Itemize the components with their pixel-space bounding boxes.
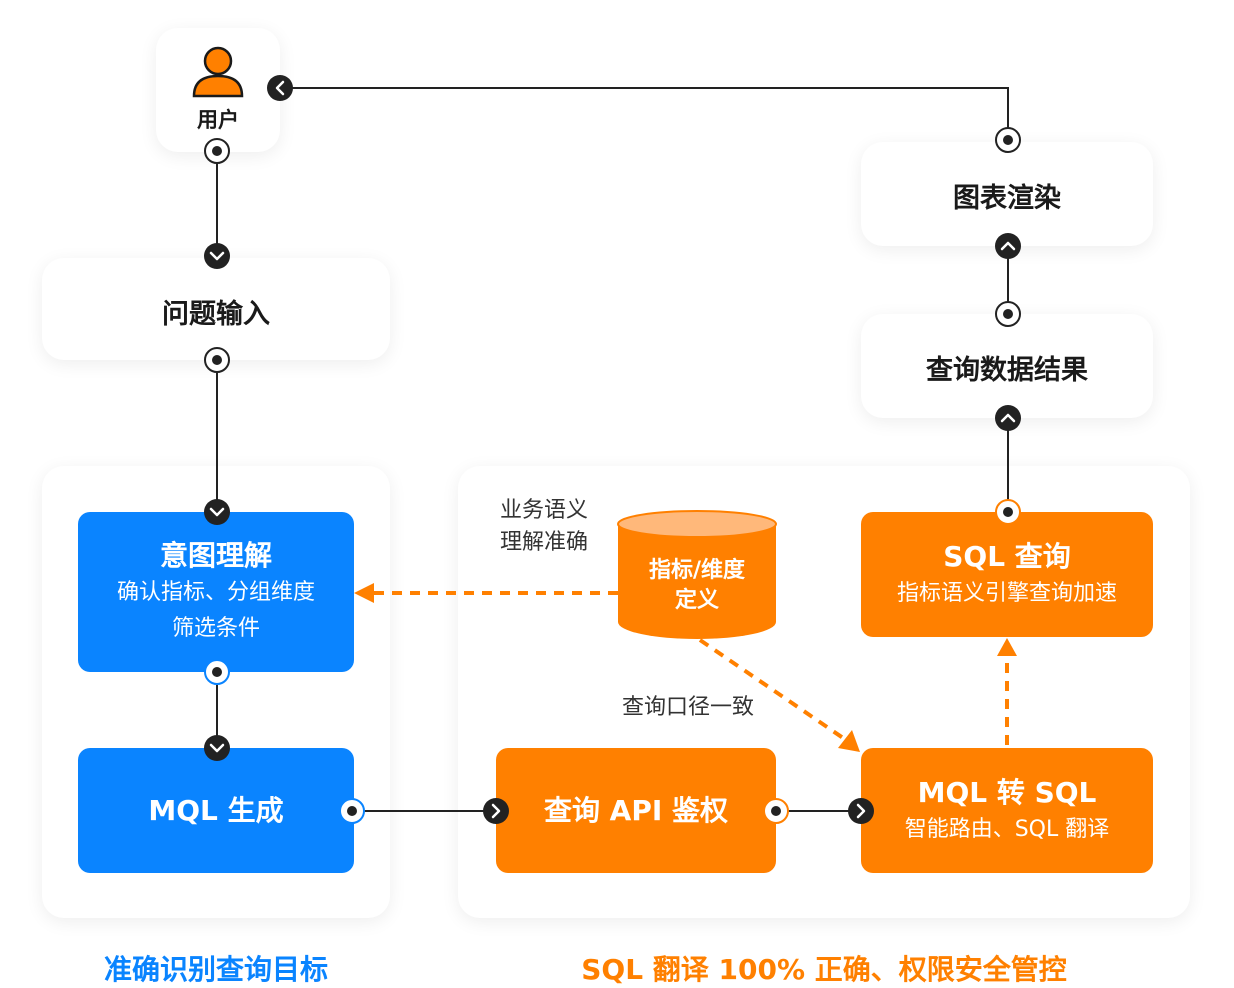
arrowhead-diagonal: [838, 730, 860, 752]
intent-understanding-node[interactable]: 意图理解 确认指标、分组维度 筛选条件: [78, 512, 354, 672]
api-auth-title: 查询 API 鉴权: [543, 793, 729, 827]
metric-db-line-1: 指标/维度: [648, 558, 746, 583]
intent-subtitle-2: 筛选条件: [171, 616, 260, 641]
semantic-annotation: 业务语义 理解准确: [500, 495, 588, 559]
semantic-annotation-line-1: 业务语义: [500, 498, 589, 523]
chevron-down-icon: [209, 743, 225, 753]
arrowhead-left: [354, 583, 374, 603]
sql-query-subtitle: 指标语义引擎查询加速: [896, 580, 1117, 606]
chart-render-node[interactable]: 图表渲染: [861, 142, 1153, 246]
metric-db-line-2: 定义: [674, 588, 719, 613]
chart-render-label: 图表渲染: [953, 183, 1061, 214]
metric-db-cylinder: [617, 510, 777, 639]
mql-to-sql-title: MQL 转 SQL: [917, 775, 1097, 809]
sql-query-node[interactable]: SQL 查询 指标语义引擎查询加速: [861, 512, 1153, 637]
intent-title: 意图理解: [159, 539, 272, 572]
chevron-right-icon: [491, 803, 501, 819]
sql-query-title: SQL 查询: [943, 539, 1071, 573]
query-result-node[interactable]: 查询数据结果: [861, 314, 1153, 418]
consistency-annotation: 查询口径一致: [622, 695, 755, 720]
mql-to-sql-node[interactable]: MQL 转 SQL 智能路由、SQL 翻译: [861, 748, 1153, 873]
intent-subtitle-1: 确认指标、分组维度: [116, 580, 315, 605]
chevron-down-icon: [209, 507, 225, 517]
arrowhead-up: [997, 638, 1017, 656]
chevron-down-icon: [209, 251, 225, 261]
query-result-label: 查询数据结果: [926, 355, 1088, 386]
mql-to-sql-subtitle: 智能路由、SQL 翻译: [904, 816, 1110, 842]
user-node[interactable]: 用户: [156, 28, 280, 152]
semantic-annotation-line-2: 理解准确: [500, 530, 589, 555]
chevron-right-icon: [856, 803, 866, 819]
user-label: 用户: [197, 108, 239, 132]
api-auth-node[interactable]: 查询 API 鉴权: [496, 748, 776, 873]
chevron-up-icon: [1000, 241, 1016, 251]
metric-db-label: 指标/维度 定义: [618, 556, 776, 616]
solid-connectors: [216, 87, 1009, 812]
user-icon: [192, 46, 244, 98]
question-input-label: 问题输入: [162, 299, 270, 330]
port-dots: [204, 127, 1021, 373]
mql-generation-title: MQL 生成: [148, 793, 284, 827]
chevron-left-icon: [275, 80, 285, 96]
chevron-up-icon: [1000, 413, 1016, 423]
dashed-connectors: [372, 591, 1009, 745]
left-caption: 准确识别查询目标: [103, 953, 328, 986]
right-caption: SQL 翻译 100% 正确、权限安全管控: [581, 953, 1067, 986]
chevron-ports: [204, 75, 1021, 824]
question-input-node[interactable]: 问题输入: [42, 258, 390, 360]
mql-generation-node[interactable]: MQL 生成: [78, 748, 354, 873]
